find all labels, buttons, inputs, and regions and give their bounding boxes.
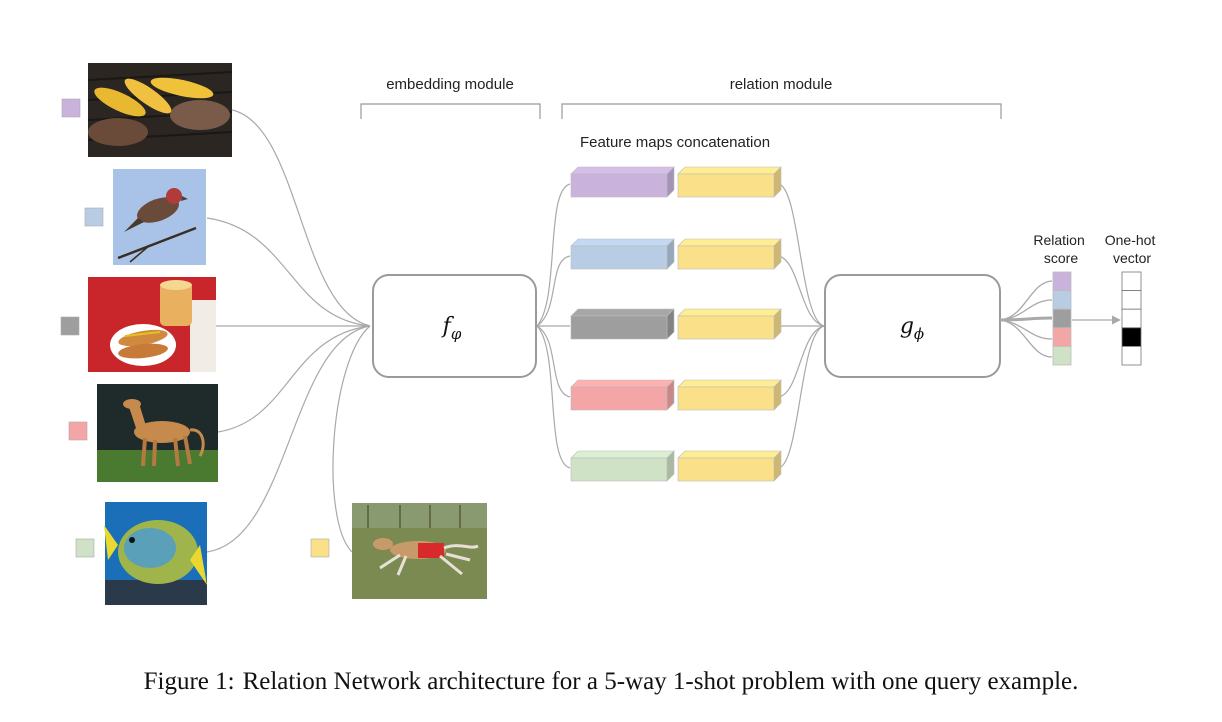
relation-module: gϕ bbox=[824, 274, 1001, 378]
figure-caption: Figure 1: Relation Network architecture f… bbox=[0, 668, 1222, 696]
one-hot-cell-2 bbox=[1121, 290, 1142, 310]
swatch-bird bbox=[84, 207, 104, 227]
one-hot-cell-5 bbox=[1121, 345, 1142, 366]
feature-merge-lines bbox=[778, 183, 825, 469]
relation-score-column bbox=[1052, 271, 1072, 366]
embedding-module-bracket bbox=[360, 103, 541, 119]
feature-map-fish bbox=[570, 450, 675, 482]
feature-maps bbox=[570, 166, 782, 482]
embedding-input-lines bbox=[206, 109, 371, 553]
score-cell-dog bbox=[1052, 327, 1072, 347]
relation-module-symbol: gϕ bbox=[900, 314, 924, 343]
feature-map-query-4 bbox=[677, 379, 782, 411]
support-image-grilled-food bbox=[87, 63, 233, 157]
feature-map-query-1 bbox=[677, 166, 782, 198]
feature-split-lines bbox=[536, 183, 571, 469]
support-image-hotdog bbox=[88, 277, 216, 372]
relation-score-label: Relation score bbox=[1033, 232, 1088, 266]
feature-map-query-3 bbox=[677, 308, 782, 340]
figure-label: Figure 1: bbox=[143, 668, 235, 695]
feature-map-hotdog bbox=[570, 308, 675, 340]
relation-module-bracket bbox=[561, 103, 1002, 119]
caption-text: Relation Network architecture for a 5-wa… bbox=[242, 668, 1079, 695]
score-cell-grilled-food bbox=[1052, 271, 1072, 292]
support-swatches bbox=[60, 98, 330, 558]
embedding-module: fφ bbox=[372, 274, 537, 378]
one-hot-cell-4 bbox=[1121, 327, 1142, 347]
support-image-dog bbox=[97, 384, 218, 482]
swatch-fish bbox=[75, 538, 95, 558]
swatch-query bbox=[310, 538, 330, 558]
swatch-hotdog bbox=[60, 316, 80, 336]
support-image-fish bbox=[104, 502, 207, 605]
score-cell-fish bbox=[1052, 345, 1072, 366]
feature-map-query-2 bbox=[677, 238, 782, 270]
feature-map-dog bbox=[570, 379, 675, 411]
score-lines bbox=[999, 280, 1121, 358]
score-cell-hotdog bbox=[1052, 308, 1072, 329]
swatch-grilled-food bbox=[61, 98, 81, 118]
feature-map-query-5 bbox=[677, 450, 782, 482]
swatch-dog bbox=[68, 421, 88, 441]
feature-map-bird bbox=[570, 238, 675, 270]
one-hot-vector bbox=[1121, 271, 1142, 366]
one-hot-cell-3 bbox=[1121, 308, 1142, 329]
embedding-module-label: embedding module bbox=[386, 76, 514, 93]
feature-map-grilled-food bbox=[570, 166, 675, 198]
one-hot-cell-1 bbox=[1121, 271, 1142, 292]
concat-label: Feature maps concatenation bbox=[580, 134, 770, 151]
query-image-running-dog bbox=[352, 503, 487, 599]
relation-module-label: relation module bbox=[730, 76, 833, 93]
support-image-bird bbox=[113, 169, 206, 265]
one-hot-label: One-hot vector bbox=[1105, 232, 1159, 266]
score-cell-bird bbox=[1052, 290, 1072, 310]
